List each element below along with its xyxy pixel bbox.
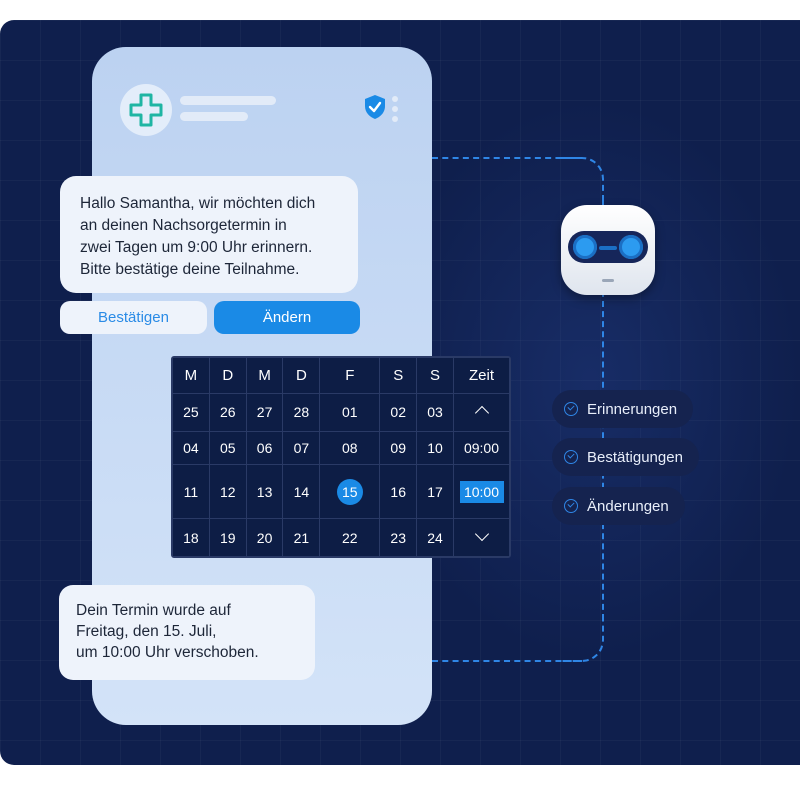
- feature-label: Erinnerungen: [587, 400, 678, 418]
- connector-corner-bottom: [560, 618, 604, 662]
- calendar-week-row: 18 19 20 21 22 23 24: [172, 518, 510, 557]
- calendar-day-selected[interactable]: 15: [319, 464, 381, 520]
- message-line: zwei Tagen um 9:00 Uhr erinnern.: [80, 239, 313, 256]
- robot-visor-bridge: [599, 246, 617, 250]
- message-line: Hallo Samantha, wir möchten dich: [80, 195, 316, 212]
- calendar-day[interactable]: 13: [245, 464, 284, 520]
- calendar-day[interactable]: 27: [245, 392, 284, 432]
- message-line: an deinen Nachsorgetermin in: [80, 217, 287, 234]
- message-line: Bitte bestätige deine Teilnahme.: [80, 261, 300, 278]
- calendar-day[interactable]: 02: [379, 392, 418, 432]
- time-scroll-up-button[interactable]: [453, 392, 510, 432]
- feature-pill-confirmations: Bestätigungen: [552, 438, 699, 476]
- selected-time-marker: 10:00: [459, 480, 504, 503]
- calendar-day[interactable]: 06: [245, 430, 284, 466]
- connector-line-bottom: [432, 660, 582, 662]
- check-circle-icon: [564, 499, 578, 513]
- change-button[interactable]: Ändern: [214, 301, 360, 334]
- time-scroll-down-button[interactable]: [453, 518, 510, 557]
- calendar-day[interactable]: 20: [245, 518, 284, 557]
- medical-cross-icon: [129, 93, 163, 127]
- calendar-day[interactable]: 05: [208, 430, 247, 466]
- calendar-day[interactable]: 22: [319, 518, 381, 557]
- calendar-day[interactable]: 24: [416, 518, 454, 557]
- calendar-day[interactable]: 10: [416, 430, 454, 466]
- calendar-day[interactable]: 04: [172, 430, 210, 466]
- calendar-day[interactable]: 25: [172, 392, 210, 432]
- calendar-day[interactable]: 14: [282, 464, 321, 520]
- calendar-week-row: 11 12 13 14 15 16 17 10:00: [172, 464, 510, 520]
- reschedule-message: Dein Termin wurde auf Freitag, den 15. J…: [59, 585, 315, 680]
- calendar-day[interactable]: 01: [319, 392, 381, 432]
- calendar-week-row: 04 05 06 07 08 09 10 09:00: [172, 430, 510, 466]
- feature-label: Änderungen: [587, 497, 669, 515]
- appointment-calendar: M D M D F S S Zeit 25 26 27 28 01 02 03 …: [171, 356, 511, 558]
- time-header: Zeit: [453, 357, 510, 394]
- robot-icon: [561, 205, 655, 295]
- robot-eye-right: [619, 235, 643, 259]
- selected-day-marker: 15: [336, 478, 363, 505]
- calendar-day[interactable]: 21: [282, 518, 321, 557]
- calendar-day[interactable]: 18: [172, 518, 210, 557]
- weekday-header: D: [208, 357, 247, 394]
- weekday-header: F: [319, 357, 381, 394]
- weekday-header: D: [282, 357, 321, 394]
- reply-line: um 10:00 Uhr verschoben.: [76, 644, 259, 661]
- weekday-header: S: [416, 357, 454, 394]
- chevron-down-icon: [474, 526, 489, 541]
- check-circle-icon: [564, 450, 578, 464]
- time-slot[interactable]: 09:00: [453, 430, 510, 466]
- calendar-grid: M D M D F S S Zeit 25 26 27 28 01 02 03 …: [172, 357, 510, 557]
- calendar-day[interactable]: 26: [208, 392, 247, 432]
- confirm-button[interactable]: Bestätigen: [60, 301, 207, 334]
- time-slot-selected[interactable]: 10:00: [453, 464, 510, 520]
- calendar-day[interactable]: 03: [416, 392, 454, 432]
- calendar-header-row: M D M D F S S Zeit: [172, 357, 510, 394]
- chevron-up-icon: [474, 406, 489, 421]
- robot-visor: [568, 231, 648, 263]
- weekday-header: M: [245, 357, 284, 394]
- placeholder-subtitle-line: [180, 112, 248, 121]
- calendar-day[interactable]: 07: [282, 430, 321, 466]
- shield-check-icon: [364, 94, 386, 125]
- feature-pill-reminders: Erinnerungen: [552, 390, 694, 428]
- calendar-day[interactable]: 11: [172, 464, 210, 520]
- feature-pill-changes: Änderungen: [552, 487, 685, 525]
- calendar-day[interactable]: 12: [208, 464, 247, 520]
- reply-line: Dein Termin wurde auf: [76, 602, 231, 619]
- connector-line-top: [432, 157, 582, 159]
- robot-mouth: [602, 279, 614, 282]
- placeholder-title-line: [180, 96, 276, 105]
- app-logo: [120, 84, 172, 136]
- weekday-header: M: [172, 357, 210, 394]
- calendar-day[interactable]: 19: [208, 518, 247, 557]
- calendar-day[interactable]: 16: [379, 464, 418, 520]
- feature-label: Bestätigungen: [587, 448, 683, 466]
- calendar-day[interactable]: 23: [379, 518, 418, 557]
- reminder-message: Hallo Samantha, wir möchten dich an dein…: [60, 176, 358, 293]
- more-vertical-icon[interactable]: [392, 96, 398, 126]
- weekday-header: S: [379, 357, 418, 394]
- calendar-day[interactable]: 09: [379, 430, 418, 466]
- reply-line: Freitag, den 15. Juli,: [76, 623, 217, 640]
- connector-corner-top: [560, 157, 604, 201]
- check-circle-icon: [564, 402, 578, 416]
- calendar-day[interactable]: 08: [319, 430, 381, 466]
- calendar-day[interactable]: 17: [416, 464, 454, 520]
- calendar-day[interactable]: 28: [282, 392, 321, 432]
- robot-eye-left: [573, 235, 597, 259]
- calendar-week-row: 25 26 27 28 01 02 03: [172, 392, 510, 432]
